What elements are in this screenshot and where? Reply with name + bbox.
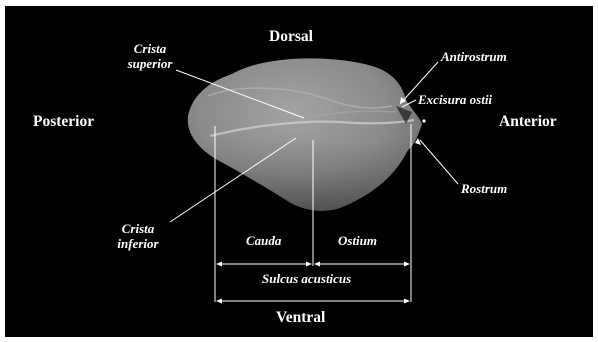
cauda-arrowhead-right bbox=[306, 262, 312, 267]
rostrum-pointer bbox=[420, 140, 458, 184]
crista-superior-line1: Crista bbox=[118, 42, 182, 57]
crista-superior-line2: superior bbox=[118, 57, 182, 72]
sulcus-acusticus-label: Sulcus acusticus bbox=[262, 272, 351, 287]
excisura-ostii-label: Excisura ostii bbox=[418, 93, 492, 108]
ostium-arrowhead-right bbox=[404, 262, 410, 267]
rostrum-tip-marker bbox=[422, 119, 425, 122]
sulcus-arrowhead-right bbox=[404, 299, 410, 304]
ostium-label: Ostium bbox=[338, 234, 377, 249]
rostrum-label: Rostrum bbox=[461, 182, 507, 197]
cauda-arrowhead-left bbox=[216, 262, 222, 267]
crista-superior-label: Crista superior bbox=[118, 42, 182, 72]
crista-inferior-label: Crista inferior bbox=[108, 222, 168, 252]
posterior-label: Posterior bbox=[33, 113, 94, 131]
cauda-label: Cauda bbox=[246, 234, 281, 249]
antirostrum-label: Antirostrum bbox=[441, 50, 507, 65]
ostium-arrowhead-left bbox=[314, 262, 320, 267]
sulcus-arrowhead-left bbox=[216, 299, 222, 304]
crista-inferior-line1: Crista bbox=[108, 222, 168, 237]
crista-inferior-line2: inferior bbox=[108, 237, 168, 252]
ventral-label: Ventral bbox=[276, 309, 325, 327]
dorsal-label: Dorsal bbox=[269, 28, 313, 46]
anterior-label: Anterior bbox=[499, 113, 557, 131]
